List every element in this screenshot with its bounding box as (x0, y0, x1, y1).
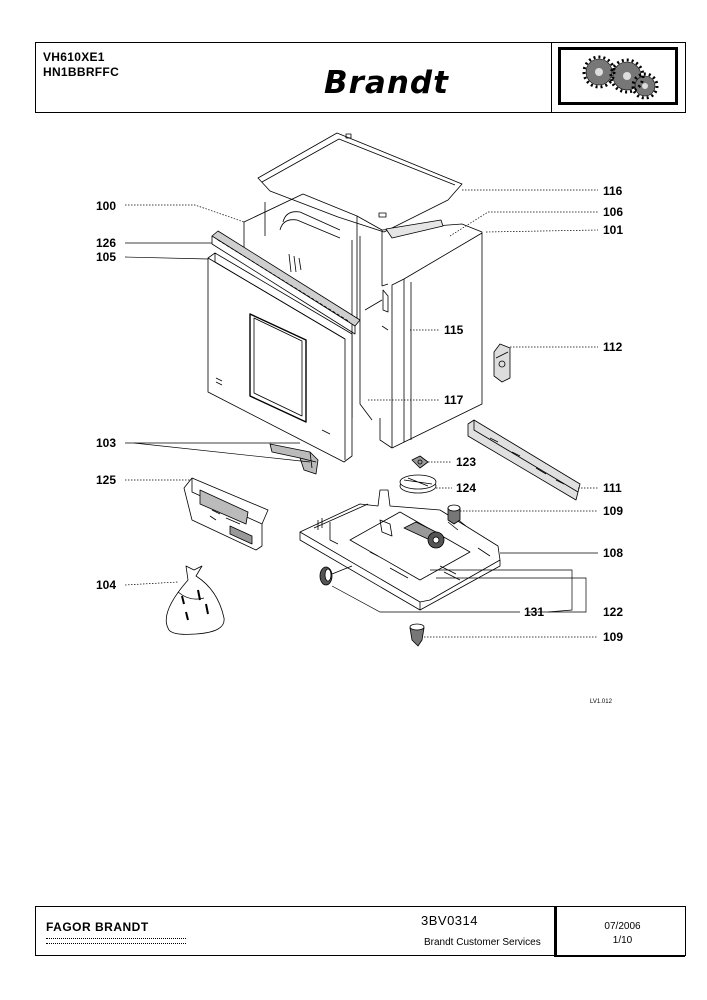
gear-icon (582, 55, 659, 100)
cap-part (399, 474, 437, 494)
figure-reference: LV1.012 (590, 699, 613, 705)
roller-part (319, 565, 353, 586)
dispenser-part (183, 477, 269, 551)
gear-cluster-thumbnail (558, 47, 678, 105)
callout-125: 125 (96, 473, 116, 487)
callout-111: 111 (603, 481, 622, 495)
callout-109-upper: 109 (603, 504, 623, 518)
base-frame-part (299, 489, 501, 611)
page-number: 1/10 (612, 935, 633, 946)
latch-part (493, 343, 511, 383)
title-block: VH610XE1 HN1BBRFFC Brandt (35, 42, 686, 113)
footer-block: FAGOR BRANDT 3BV0314 Brandt Customer Ser… (35, 906, 688, 957)
thumbnail-box (551, 43, 686, 112)
callout-126: 126 (96, 236, 116, 250)
callout-105: 105 (96, 250, 116, 264)
callout-109-lower: 109 (603, 630, 623, 644)
callout-100: 100 (96, 199, 116, 213)
model-code-1: VH610XE1 (43, 50, 105, 64)
callout-108: 108 (603, 546, 623, 560)
fagor-brandt-logo: FAGOR BRANDT (46, 920, 149, 934)
door-hinge-part (269, 443, 319, 475)
brand-logo: Brandt (324, 65, 449, 101)
document-date: 07/2006 (604, 921, 641, 932)
cabinet-body-part (243, 193, 483, 449)
footer-rule (554, 955, 685, 957)
foot-part-lower (409, 623, 425, 647)
screw-bag-part (165, 565, 225, 635)
control-panel-part (211, 230, 361, 335)
document-reference: 3BV0314 (421, 913, 478, 928)
model-code-2: HN1BBRFFC (43, 65, 120, 79)
top-cover-part (257, 132, 463, 233)
callout-117: 117 (444, 393, 464, 407)
valve-part (411, 455, 429, 469)
callout-116: 116 (603, 184, 623, 198)
callout-101: 101 (603, 223, 623, 237)
door-part (207, 252, 353, 463)
callout-103: 103 (96, 436, 116, 450)
callout-124: 124 (456, 481, 476, 495)
date-page-box: 07/2006 1/10 (554, 907, 688, 955)
callout-115: 115 (444, 323, 464, 337)
callout-106: 106 (603, 205, 623, 219)
logo-tagline-rule (46, 938, 186, 944)
leader-lines (124, 189, 599, 638)
callout-112: 112 (603, 340, 623, 354)
callout-104: 104 (96, 578, 116, 592)
callout-122: 122 (603, 605, 623, 619)
rail-part (467, 419, 581, 501)
foot-part-upper (447, 504, 461, 525)
service-name: Brandt Customer Services (424, 937, 541, 948)
callout-131: 131 (524, 605, 544, 619)
callout-123: 123 (456, 455, 476, 469)
